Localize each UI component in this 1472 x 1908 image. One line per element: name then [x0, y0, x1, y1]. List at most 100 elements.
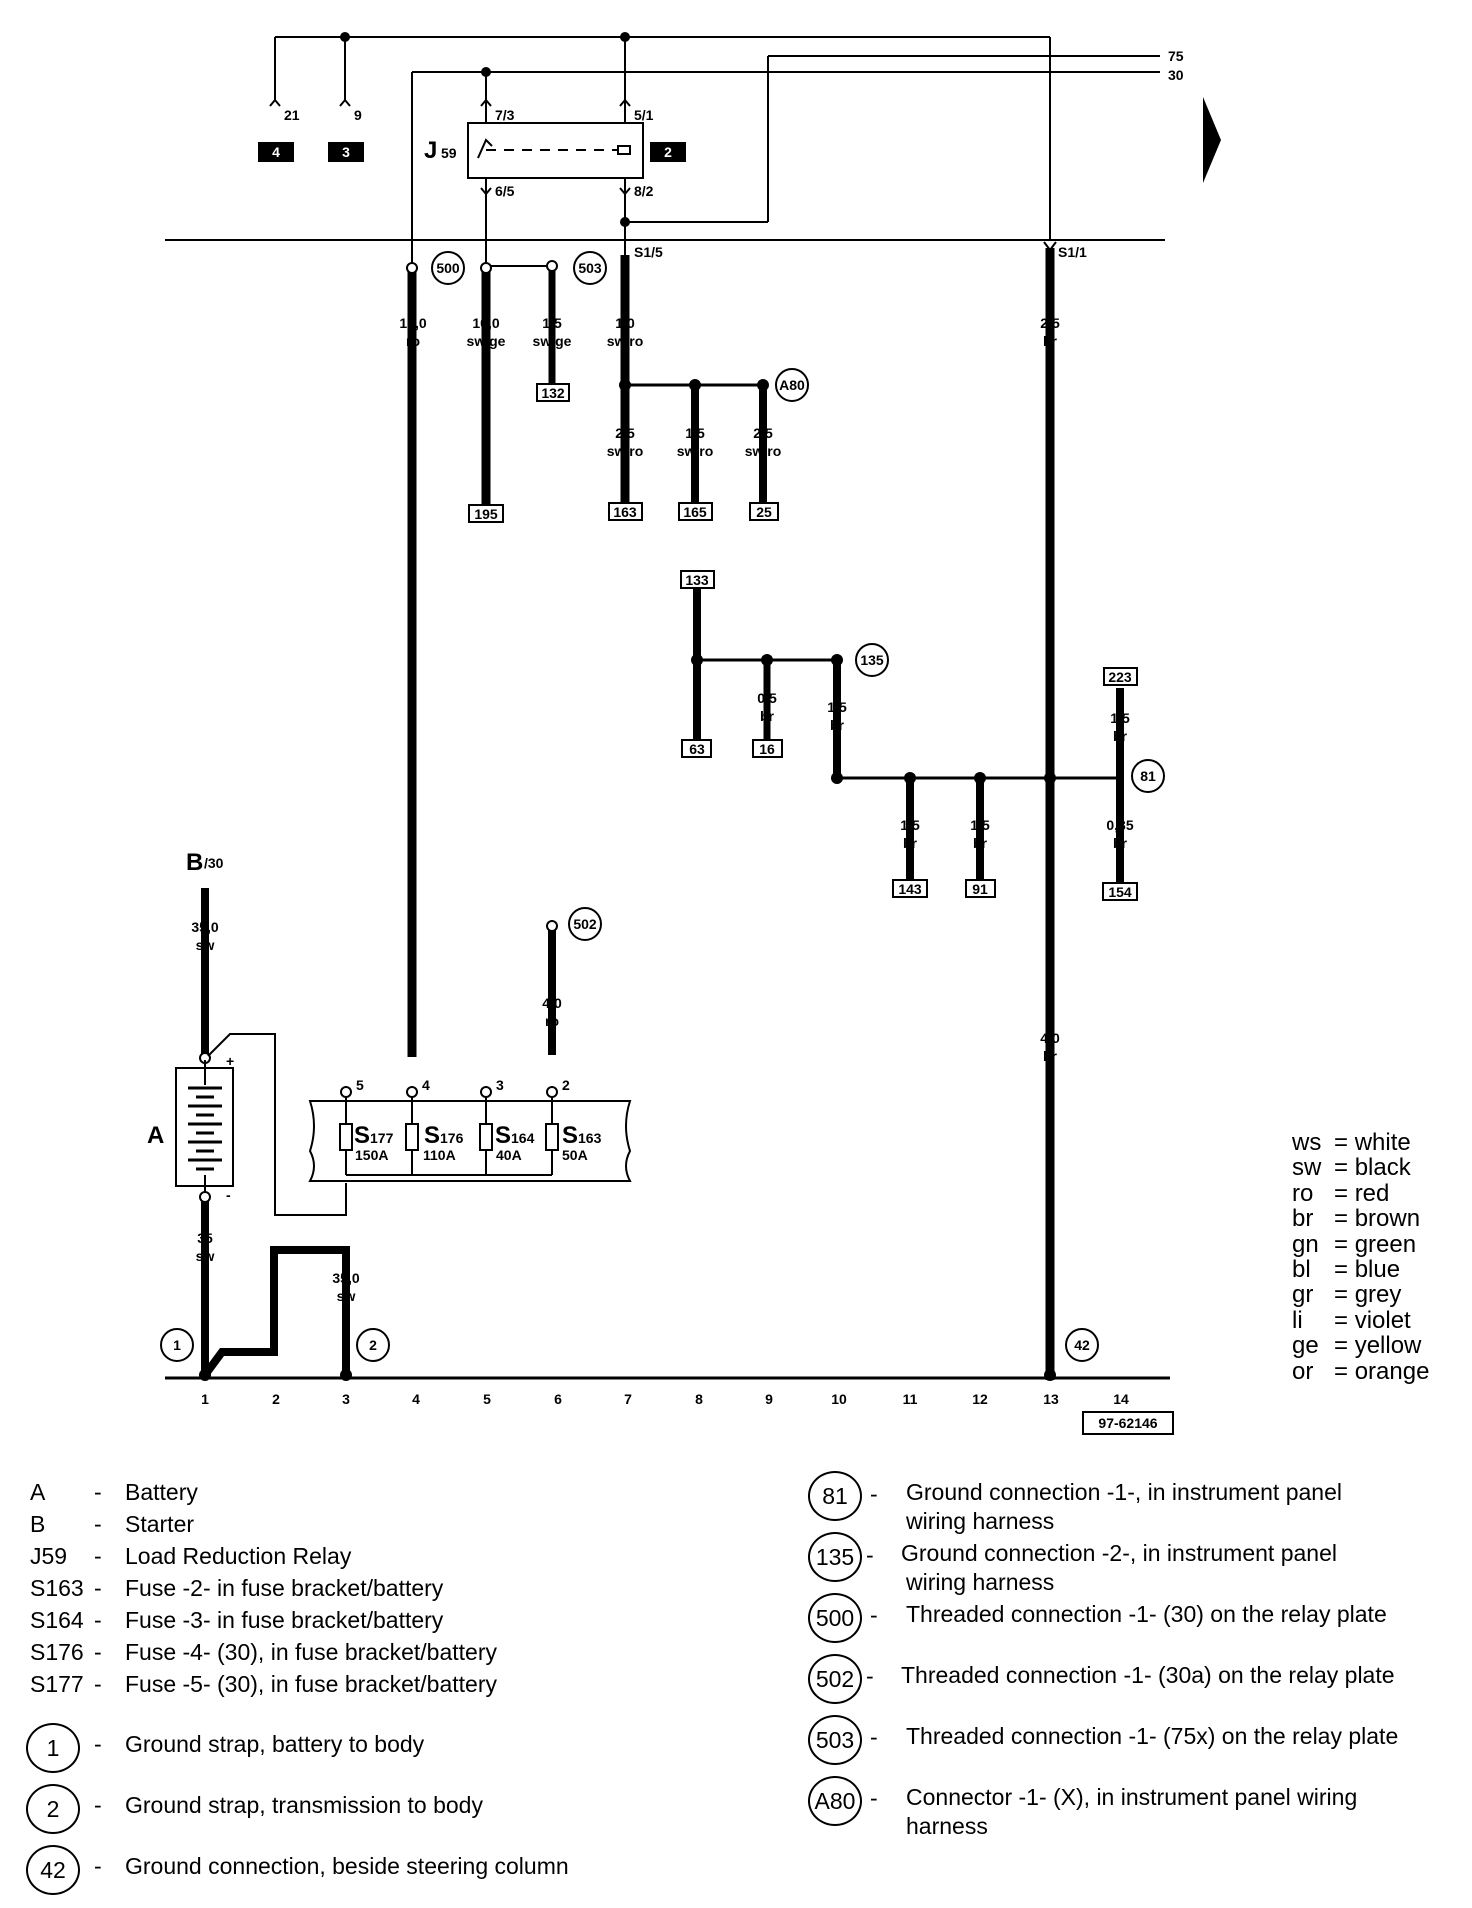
svg-text:sw/ge: sw/ge — [467, 333, 506, 349]
legend-dash: - — [94, 1792, 102, 1818]
point-503: 503 — [573, 251, 607, 285]
svg-text:9: 9 — [765, 1391, 773, 1407]
svg-text:97-62146: 97-62146 — [1098, 1415, 1157, 1431]
color-code-row: br= brown — [1292, 1205, 1421, 1233]
block-2: 2 — [650, 142, 686, 162]
legend-circle-1: 1 — [26, 1723, 80, 1773]
svg-text:sw: sw — [196, 1248, 215, 1264]
svg-text:br: br — [1113, 835, 1128, 851]
legend-dash: - — [870, 1724, 878, 1750]
svg-text:br: br — [1043, 333, 1058, 349]
svg-text:81: 81 — [1140, 768, 1156, 784]
legend-dash: - — [866, 1663, 874, 1689]
legend-text: Threaded connection -1- (75x) on the rel… — [906, 1723, 1399, 1749]
svg-text:2,5: 2,5 — [753, 425, 773, 441]
battery-label: A — [147, 1122, 164, 1149]
svg-text:2,5: 2,5 — [615, 425, 635, 441]
legend-dash: - — [870, 1481, 878, 1507]
ref-133: 133 — [680, 570, 715, 589]
continue-arrow-icon — [1203, 97, 1221, 183]
legend-text: harness — [906, 1813, 988, 1839]
svg-text:42: 42 — [1074, 1337, 1090, 1353]
svg-text:7: 7 — [624, 1391, 632, 1407]
svg-text:4,0: 4,0 — [542, 995, 562, 1011]
svg-text:223: 223 — [1108, 669, 1132, 685]
ref-165: 165 — [678, 502, 713, 521]
legend-dash: - — [94, 1731, 102, 1757]
svg-text:143: 143 — [898, 881, 922, 897]
svg-text:ro: ro — [545, 1013, 559, 1029]
relay-pin-8-2: 8/2 — [634, 183, 654, 199]
block-3: 3 — [328, 142, 364, 162]
block-4: 4 — [258, 142, 294, 162]
svg-text:502: 502 — [573, 916, 597, 932]
legend-row: S177 — [30, 1671, 84, 1697]
figure-id: 97-62146 — [1082, 1411, 1174, 1435]
legend-row: S163 — [30, 1575, 84, 1601]
ref-223: 223 — [1103, 667, 1138, 686]
point-81: 81 — [1131, 759, 1165, 793]
relay-pin-5-1: 5/1 — [634, 107, 654, 123]
svg-text:br: br — [973, 835, 988, 851]
svg-text:63: 63 — [689, 741, 705, 757]
point-a80: A80 — [775, 368, 809, 402]
svg-text:503: 503 — [578, 260, 602, 276]
svg-text:176: 176 — [440, 1130, 464, 1146]
svg-text:4,0: 4,0 — [1040, 1030, 1060, 1046]
svg-text:sw/ro: sw/ro — [677, 443, 714, 459]
wiring-diagram: 21 9 75 30 4 3 2 J 59 7/3 5/1 6/5 8/2 S1… — [147, 32, 1221, 1435]
svg-text:2,5: 2,5 — [1040, 315, 1060, 331]
legend-circle-81: 81 — [808, 1471, 862, 1521]
svg-text:4: 4 — [412, 1391, 420, 1407]
svg-text:135: 135 — [860, 652, 884, 668]
legend-row: J59 — [30, 1543, 68, 1569]
svg-text:br: br — [760, 708, 775, 724]
color-code-row: or= orange — [1292, 1357, 1430, 1385]
svg-text:3: 3 — [342, 1391, 350, 1407]
color-code-row: ws= white — [1292, 1129, 1411, 1156]
relay-name: J — [424, 137, 437, 164]
legend-text: Connector -1- (X), in instrument panel w… — [906, 1784, 1358, 1810]
legend-text: Fuse -3- in fuse bracket/battery — [125, 1607, 444, 1633]
fuse-s164: S 164 40A — [495, 1122, 535, 1163]
legend-row: S164 — [30, 1607, 84, 1633]
legend-circle-502: 502 — [808, 1654, 862, 1704]
svg-text:2: 2 — [272, 1391, 280, 1407]
svg-text:132: 132 — [541, 385, 565, 401]
svg-text:1,5: 1,5 — [900, 817, 920, 833]
svg-text:sw/ro: sw/ro — [607, 443, 644, 459]
legend-circle-a80: A80 — [808, 1776, 862, 1826]
color-code-row: bl= blue — [1292, 1256, 1401, 1284]
svg-text:2: 2 — [369, 1337, 377, 1353]
svg-text:10,0: 10,0 — [472, 315, 499, 331]
legend-circle-500: 500 — [808, 1593, 862, 1643]
relay-pin-6-5: 6/5 — [495, 183, 515, 199]
fuse-pin-5: 5 — [356, 1077, 364, 1093]
color-code-row: gn= green — [1292, 1230, 1417, 1258]
legend-dash: - — [870, 1785, 878, 1811]
svg-text:164: 164 — [511, 1130, 535, 1146]
svg-text:S: S — [562, 1122, 578, 1149]
ref-16: 16 — [752, 739, 783, 758]
svg-text:S: S — [495, 1122, 511, 1149]
svg-text:163: 163 — [613, 504, 637, 520]
open-terminals — [199, 260, 558, 1203]
ref-154: 154 — [1102, 882, 1138, 901]
point-ground-1: 1 — [160, 1328, 194, 1362]
svg-text:1,5: 1,5 — [827, 699, 847, 715]
svg-text:16: 16 — [759, 741, 775, 757]
svg-text:150A: 150A — [355, 1147, 388, 1163]
legend-dash: - — [870, 1602, 878, 1628]
svg-text:6: 6 — [554, 1391, 562, 1407]
legend-text: Ground connection -2-, in instrument pan… — [901, 1540, 1337, 1566]
svg-text:0,5: 0,5 — [757, 690, 777, 706]
svg-text:110A: 110A — [423, 1147, 456, 1163]
svg-text:195: 195 — [474, 506, 498, 522]
legend-dash: - — [94, 1511, 102, 1537]
battery-plus: + — [226, 1053, 234, 1069]
svg-text:br: br — [903, 835, 918, 851]
thick-wires — [201, 248, 1124, 1380]
legend-row: S176 — [30, 1639, 84, 1665]
point-135: 135 — [855, 643, 889, 677]
ref-132: 132 — [536, 383, 570, 402]
